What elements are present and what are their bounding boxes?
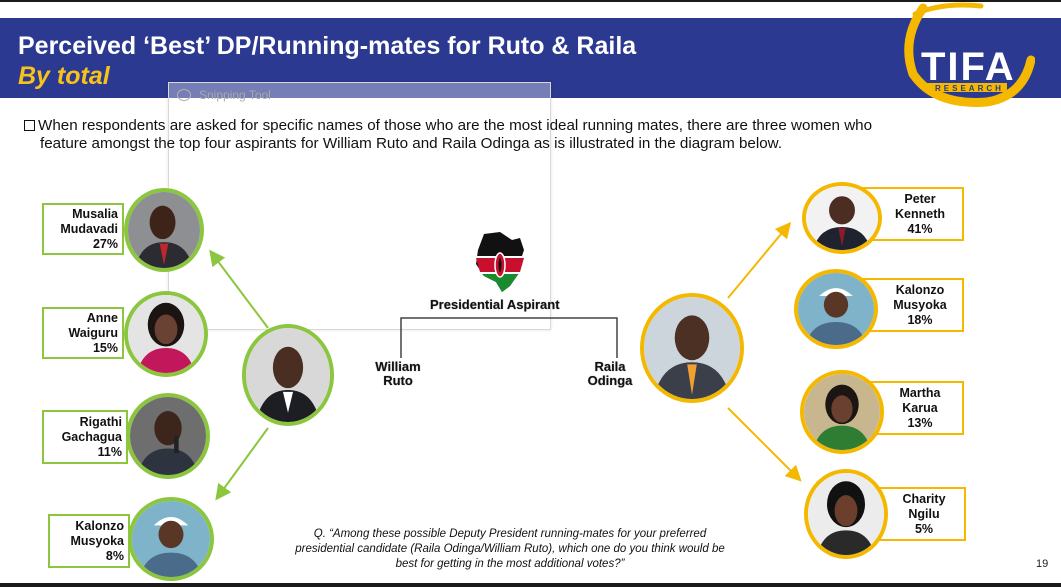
- raila-last-name: Odinga: [587, 373, 633, 388]
- raila-first-name: Raila: [594, 359, 626, 374]
- kenya-flag-map: [470, 228, 530, 294]
- mate-last-name: Karua: [902, 400, 938, 415]
- raila-arrow-up: [727, 221, 792, 299]
- mate-first-name: Kalonzo: [75, 518, 124, 533]
- tifa-logo: TIFA RESEARCH: [895, 0, 1036, 110]
- mate-percentage: 27%: [92, 236, 118, 251]
- ruto-arrow-up: [209, 249, 269, 329]
- snipping-tool-overlay[interactable]: Snipping Tool: [168, 82, 551, 330]
- page-subtitle: By total: [18, 62, 110, 90]
- raila-odinga-photo: [640, 293, 744, 403]
- mate-percentage: 41%: [907, 221, 933, 236]
- scissors-icon: [177, 89, 191, 101]
- presidential-aspirant-label: Presidential Aspirant: [430, 297, 560, 312]
- mate-first-name: Anne: [86, 310, 118, 325]
- top-frame-line: [0, 0, 1061, 2]
- mate-first-name: Musalia: [72, 206, 118, 221]
- aspirant-bracket: [400, 317, 618, 358]
- logo-tagline: RESEARCH: [935, 84, 1004, 93]
- ngilu-photo: [804, 469, 888, 559]
- william-ruto-label: William Ruto: [368, 360, 428, 388]
- raila-odinga-label: Raila Odinga: [580, 360, 640, 388]
- intro-paragraph: When respondents are asked for specific …: [24, 117, 994, 153]
- mate-percentage: 15%: [92, 340, 118, 355]
- mate-percentage: 13%: [907, 415, 933, 430]
- gachagua-photo: [126, 393, 210, 479]
- checkbox-bullet-icon: [24, 120, 35, 131]
- page-title: Perceived ‘Best’ DP/Running-mates for Ru…: [18, 32, 637, 60]
- ruto-mate-card-4: Kalonzo Musyoka 8%: [48, 514, 130, 568]
- bottom-frame-line: [0, 583, 1061, 587]
- ruto-mate-card-2: Anne Waiguru 15%: [42, 307, 124, 359]
- snipping-tool-label: Snipping Tool: [199, 88, 271, 102]
- mate-first-name: Martha: [899, 385, 941, 400]
- page-number: 19: [1036, 558, 1049, 570]
- william-ruto-photo: [242, 324, 334, 426]
- intro-line-1: When respondents are asked for specific …: [38, 117, 873, 134]
- mate-first-name: Peter: [904, 191, 936, 206]
- ruto-mate-card-1: Musalia Mudavadi 27%: [42, 203, 124, 255]
- ruto-mate-card-3: Rigathi Gachagua 11%: [42, 410, 128, 464]
- mate-percentage: 18%: [907, 312, 933, 327]
- waiguru-photo: [124, 291, 208, 377]
- karua-photo: [800, 370, 884, 454]
- survey-question: Q. “Among these possible Deputy Presiden…: [295, 528, 725, 570]
- kenneth-photo: [802, 182, 882, 254]
- raila-mate-card-2: Kalonzo Musyoka 18%: [862, 278, 964, 332]
- mate-last-name: Waiguru: [68, 325, 118, 340]
- raila-arrow-down: [727, 407, 802, 482]
- intro-line-2: feature amongst the top four aspirants f…: [40, 135, 783, 152]
- mate-percentage: 11%: [97, 444, 122, 459]
- ruto-last-name: Ruto: [383, 373, 413, 388]
- musyoka-photo-ruto: [128, 497, 214, 581]
- mate-percentage: 8%: [105, 548, 124, 563]
- ruto-first-name: William: [375, 359, 421, 374]
- mudavadi-photo: [124, 188, 204, 272]
- mate-percentage: 5%: [914, 521, 934, 536]
- header-bar: [0, 18, 1061, 98]
- mate-first-name: Rigathi: [79, 414, 122, 429]
- mate-last-name: Gachagua: [61, 429, 122, 444]
- mate-last-name: Kenneth: [895, 206, 945, 221]
- mate-first-name: Kalonzo: [895, 282, 945, 297]
- mate-last-name: Ngilu: [908, 506, 940, 521]
- mate-last-name: Musyoka: [70, 533, 125, 548]
- mate-last-name: Musyoka: [893, 297, 947, 312]
- logo-wordmark: TIFA: [921, 45, 1016, 89]
- mate-first-name: Charity: [902, 491, 946, 506]
- musyoka-photo-raila: [794, 269, 878, 349]
- mate-last-name: Mudavadi: [60, 221, 118, 236]
- ruto-arrow-down: [215, 427, 269, 501]
